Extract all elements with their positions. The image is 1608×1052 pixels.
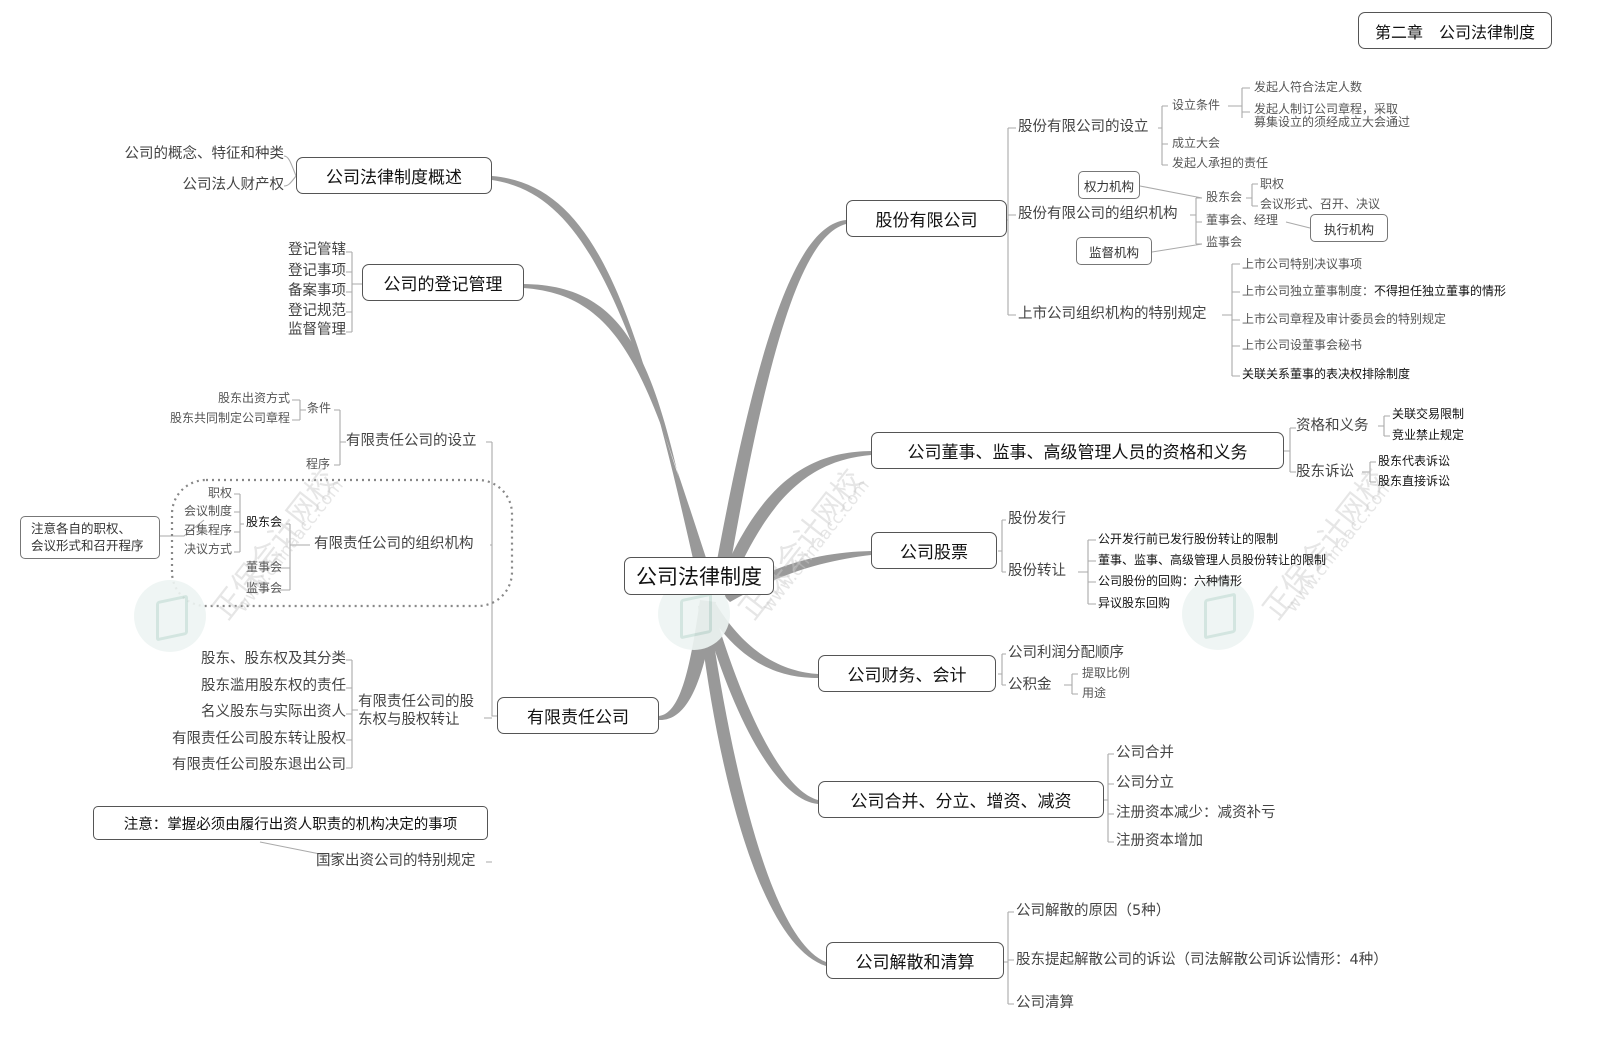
jsc-setup-cond-item: 发起人制订公司章程，采取 募集设立的须经成立大会通过 xyxy=(1254,102,1411,130)
llc-org-label: 有限责任公司的组织机构 xyxy=(314,536,474,552)
registration-item: 登记规范 xyxy=(288,303,346,319)
jsc-org-power-box: 权力机构 xyxy=(1078,171,1140,199)
jsc-listed-item: 上市公司设董事会秘书 xyxy=(1242,338,1363,352)
llc-org-board: 董事会 xyxy=(246,560,283,574)
jsc-org-gm-item: 会议形式、召开、决议 xyxy=(1260,197,1381,211)
llc-org-note-box: 注意各自的职权、 会议形式和召开程序 xyxy=(20,516,160,559)
node-jsc: 股份有限公司 xyxy=(846,200,1007,237)
jsc-listed-item: 上市公司章程及审计委员会的特别规定 xyxy=(1242,312,1447,326)
jsc-setup-label: 股份有限公司的设立 xyxy=(1018,119,1149,135)
llc-org-sm-item: 职权 xyxy=(207,486,232,500)
finance-reserve-item: 用途 xyxy=(1082,686,1107,700)
registration-item: 登记管辖 xyxy=(288,242,346,258)
llc-state-label: 国家出资公司的特别规定 xyxy=(316,853,476,869)
llc-org-sm-item: 决议方式 xyxy=(183,542,232,556)
llc-org-sm-item: 召集程序 xyxy=(183,523,232,537)
shares-transfer-item: 异议股东回购 xyxy=(1098,596,1171,610)
llc-org-shareholder-meeting: 股东会 xyxy=(246,515,283,529)
jsc-org-sup: 监事会 xyxy=(1206,235,1243,249)
llc-setup-procedure: 程序 xyxy=(306,457,331,471)
directors-suit-item: 股东代表诉讼 xyxy=(1378,454,1451,468)
node-overview: 公司法律制度概述 xyxy=(296,157,492,194)
llc-equity-item: 有限责任公司股东转让股权 xyxy=(172,731,346,747)
registration-item: 备案事项 xyxy=(288,283,346,299)
registration-item: 登记事项 xyxy=(288,263,346,279)
llc-setup-label: 有限责任公司的设立 xyxy=(346,433,477,449)
jsc-org-board: 董事会、经理 xyxy=(1206,213,1279,227)
directors-suit-item: 股东直接诉讼 xyxy=(1378,474,1451,488)
shares-transfer-item: 公司股份的回购：六种情形 xyxy=(1098,574,1243,588)
llc-equity-label: 有限责任公司的股 东权与股权转让 xyxy=(358,694,474,729)
merger-item: 注册资本减少：减资补亏 xyxy=(1116,805,1276,821)
llc-setup-condition: 股东共同制定公司章程 xyxy=(169,411,290,425)
llc-org-highlight xyxy=(170,478,514,608)
jsc-listed-item-prefix: 上市公司独立董事制度： xyxy=(1242,284,1375,298)
dissolution-item: 公司清算 xyxy=(1016,995,1074,1011)
dissolution-item: 公司解散的原因（5种） xyxy=(1016,903,1171,919)
jsc-org-sup-box: 监督机构 xyxy=(1076,237,1152,265)
llc-equity-item: 名义股东与实际出资人 xyxy=(201,704,346,720)
llc-state-note-box: 注意：掌握必须由履行出资人职责的机构决定的事项 xyxy=(93,806,488,840)
finance-reserve-item: 提取比例 xyxy=(1082,666,1131,680)
jsc-setup-meeting: 成立大会 xyxy=(1172,136,1221,150)
chapter-title: 第二章 公司法律制度 xyxy=(1358,12,1552,49)
node-finance: 公司财务、会计 xyxy=(818,655,996,692)
llc-org-sm-item: 会议制度 xyxy=(183,504,232,518)
llc-org-supervisors: 监事会 xyxy=(246,581,283,595)
finance-reserve-label: 公积金 xyxy=(1008,677,1052,693)
jsc-setup-cond-item: 发起人符合法定人数 xyxy=(1254,80,1363,94)
directors-duty-label: 资格和义务 xyxy=(1296,418,1369,434)
jsc-listed-label: 上市公司组织机构的特别规定 xyxy=(1018,306,1207,322)
node-llc: 有限责任公司 xyxy=(497,697,659,734)
llc-equity-item: 有限责任公司股东退出公司 xyxy=(172,757,346,773)
dissolution-item: 股东提起解散公司的诉讼（司法解散公司诉讼情形：4种） xyxy=(1016,952,1388,968)
shares-transfer-item: 董事、监事、高级管理人员股份转让的限制 xyxy=(1098,553,1327,567)
node-dissolution: 公司解散和清算 xyxy=(826,942,1004,979)
directors-duty-item: 竞业禁止规定 xyxy=(1392,428,1465,442)
node-registration: 公司的登记管理 xyxy=(362,264,524,301)
llc-setup-condition: 股东出资方式 xyxy=(217,391,290,405)
node-merger: 公司合并、分立、增资、减资 xyxy=(818,781,1104,818)
directors-suit-label: 股东诉讼 xyxy=(1296,464,1354,480)
jsc-listed-independent-suffix: 不得担任独立董事的情形 xyxy=(1374,284,1507,298)
shares-transfer-label: 股份转让 xyxy=(1008,563,1066,579)
llc-setup-condition-label: 条件 xyxy=(307,401,332,415)
registration-item: 监督管理 xyxy=(288,322,346,338)
node-directors: 公司董事、监事、高级管理人员的资格和义务 xyxy=(871,432,1284,469)
jsc-org-exec-box: 执行机构 xyxy=(1310,214,1388,242)
overview-item: 公司的概念、特征和种类 xyxy=(124,146,285,162)
jsc-listed-item: 上市公司特别决议事项 xyxy=(1242,257,1363,271)
merger-item: 公司分立 xyxy=(1116,775,1174,791)
jsc-listed-item: 关联关系董事的表决权排除制度 xyxy=(1242,367,1411,381)
jsc-listed-item: 上市公司独立董事制度：不得担任独立董事的情形 xyxy=(1242,284,1507,299)
jsc-setup-liability: 发起人承担的责任 xyxy=(1172,156,1269,170)
watermark-logo-icon xyxy=(1182,578,1254,650)
jsc-setup-cond-label: 设立条件 xyxy=(1172,98,1221,112)
jsc-org-label: 股份有限公司的组织机构 xyxy=(1018,206,1178,222)
overview-item: 公司法人财产权 xyxy=(182,177,285,193)
shares-transfer-item: 公开发行前已发行股份转让的限制 xyxy=(1098,532,1279,546)
watermark-logo-icon xyxy=(134,580,206,652)
merger-item: 注册资本增加 xyxy=(1116,833,1203,849)
center-node: 公司法律制度 xyxy=(624,557,774,595)
jsc-org-gm-item: 职权 xyxy=(1260,177,1285,191)
node-shares: 公司股票 xyxy=(871,532,997,569)
directors-duty-item: 关联交易限制 xyxy=(1392,407,1465,421)
merger-item: 公司合并 xyxy=(1116,745,1174,761)
llc-equity-item: 股东滥用股东权的责任 xyxy=(201,678,346,694)
jsc-org-gm: 股东会 xyxy=(1206,190,1243,204)
finance-profit: 公司利润分配顺序 xyxy=(1008,645,1124,661)
llc-equity-item: 股东、股东权及其分类 xyxy=(201,651,346,667)
shares-issue: 股份发行 xyxy=(1008,511,1066,527)
